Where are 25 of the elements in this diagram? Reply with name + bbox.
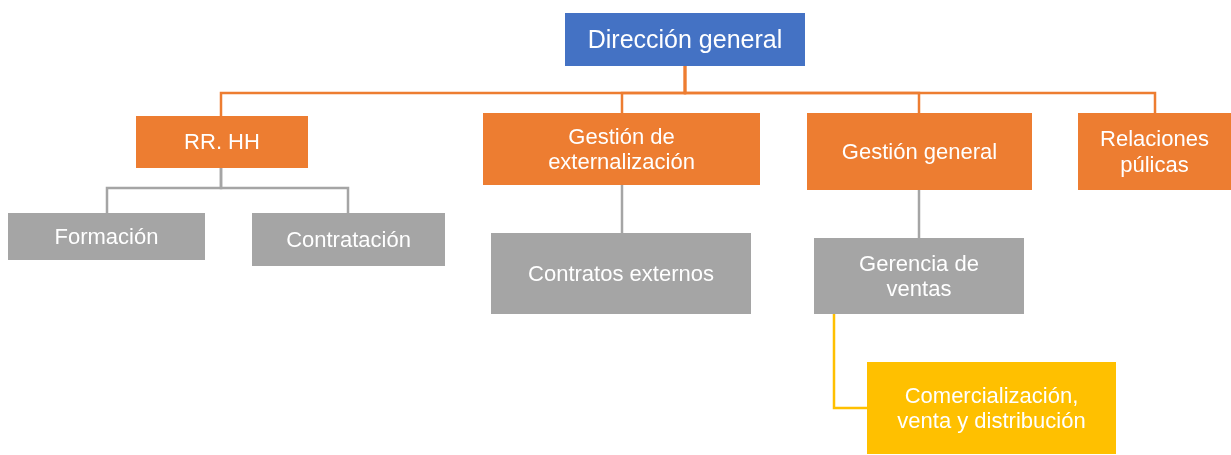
org-box [136, 116, 308, 168]
org-box [483, 113, 760, 185]
box-label: RR. HH [184, 129, 260, 155]
connector-line [683, 66, 1157, 113]
org-box [565, 13, 805, 66]
connector-line [832, 314, 867, 410]
org-box [807, 113, 1032, 190]
box-label: Relaciones púlicas [1099, 126, 1210, 177]
org-box [1078, 113, 1231, 190]
box-label: Formación [54, 223, 159, 250]
org-box [814, 238, 1024, 314]
org-box [491, 233, 751, 314]
org-box [867, 362, 1116, 454]
connector-line [219, 168, 350, 213]
org-box [8, 213, 205, 260]
org-box [252, 213, 445, 266]
box-label: Contratación [286, 226, 411, 253]
connector-line [917, 190, 921, 238]
connector-line [620, 185, 624, 233]
box-label: Gestión de externalización [547, 123, 696, 175]
box-label: Dirección general [587, 25, 783, 54]
box-label: Comercialización, venta y distribución [896, 382, 1087, 434]
box-label: Gestión general [841, 138, 998, 165]
box-label: Gerencia de ventas [858, 250, 980, 302]
box-label: Contratos externos [528, 260, 714, 287]
